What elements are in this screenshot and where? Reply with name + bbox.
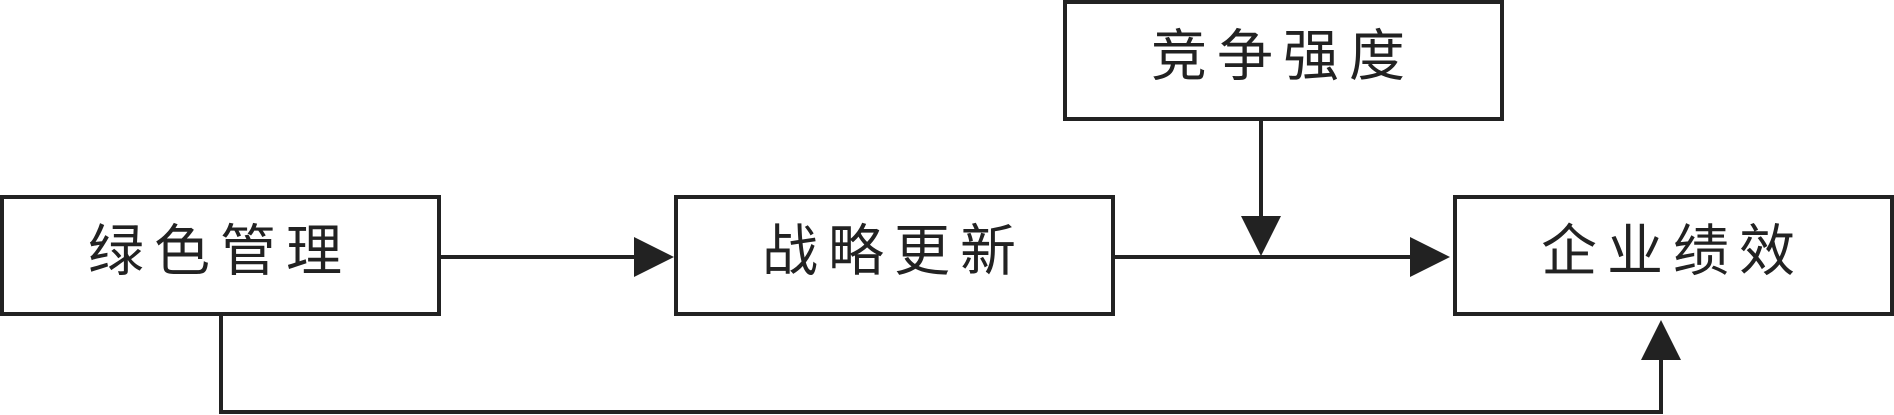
competition-intensity-box	[1063, 0, 1504, 121]
firm-performance-box	[1453, 195, 1894, 316]
green-management-box	[0, 195, 441, 316]
strategic-renewal-box	[674, 195, 1115, 316]
green-management-label: 绿色管理	[88, 220, 352, 285]
arrow-green-to-performance	[219, 316, 1681, 414]
competition-intensity-label: 竞争强度	[1151, 25, 1415, 90]
strategic-renewal-label: 战略更新	[762, 220, 1026, 285]
firm-performance-label: 企业绩效	[1541, 220, 1805, 285]
